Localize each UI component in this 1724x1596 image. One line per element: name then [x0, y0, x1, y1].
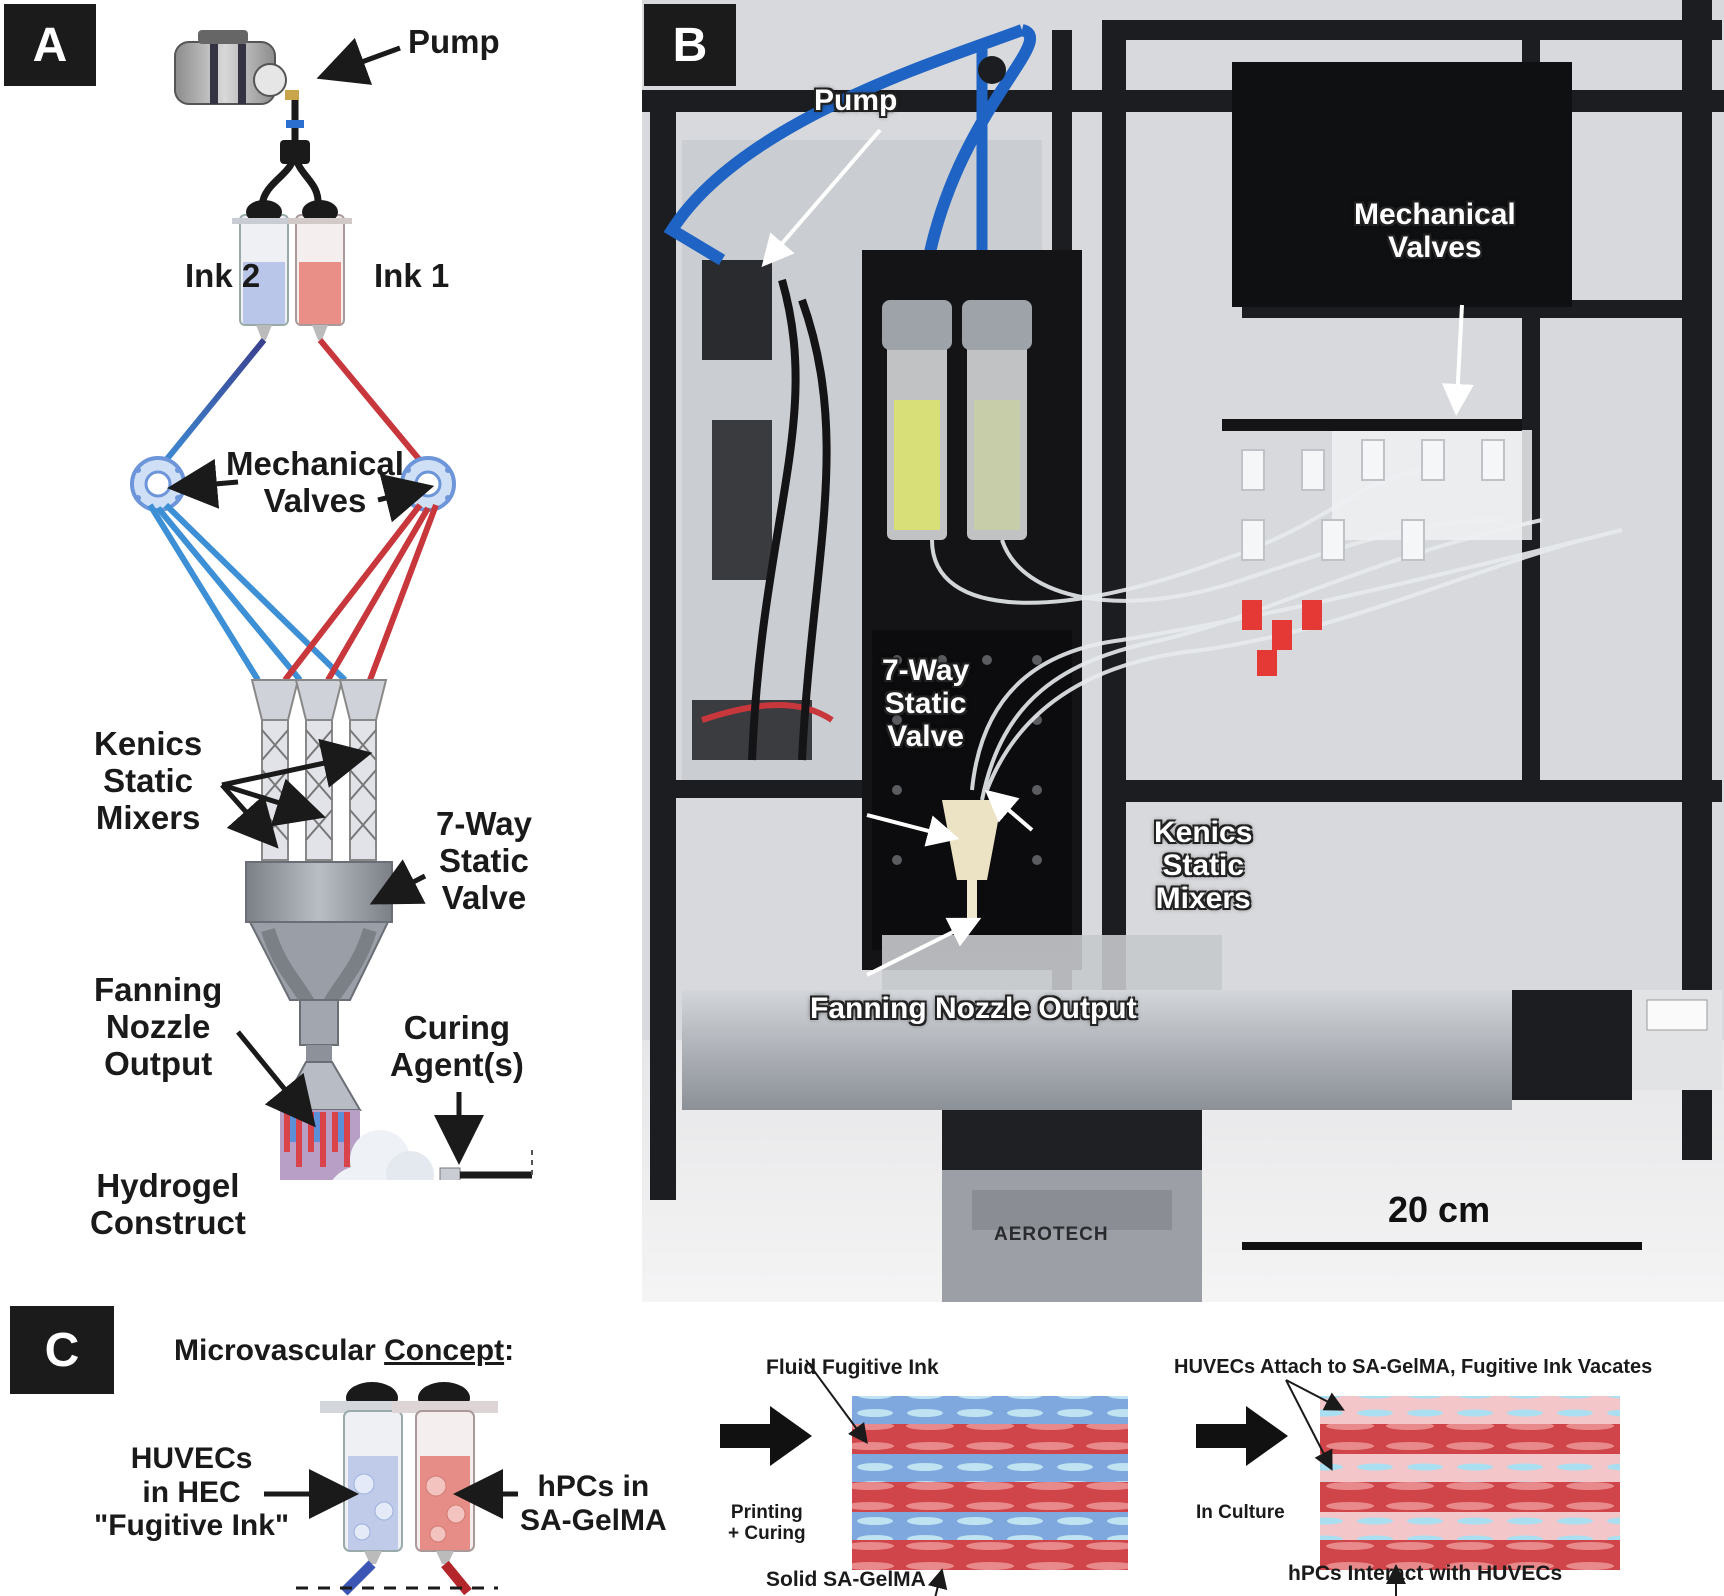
culture-arrow-icon: [1196, 1406, 1288, 1466]
panel-a-curing-line2: Agent(s): [390, 1045, 524, 1083]
panel-a-hydrogel-line1: Hydrogel: [96, 1167, 240, 1204]
panel-c-huvecs-attach-label: HUVECs Attach to SA-GelMA, Fugitive Ink …: [1174, 1356, 1653, 1378]
printing-arrow-icon: [720, 1406, 812, 1466]
panel-a-fanning-line1: Fanning: [94, 971, 223, 1008]
panel-b-fanning-label: Fanning Nozzle Output: [810, 992, 1137, 1025]
panel-c-printing-label: Printing + Curing: [728, 1502, 806, 1545]
panel-a-badge: A: [4, 4, 96, 86]
panel-c-huvecs-line3: "Fugitive Ink": [94, 1509, 290, 1543]
hpcs-syringe-icon: [392, 1382, 498, 1596]
panel-c-hpcs-interact-label: hPCs Interact with HUVECs: [1288, 1562, 1563, 1585]
panel-a-kenics-label: Kenics Static Mixers: [94, 725, 203, 837]
panel-c-title-underlined: Concept: [384, 1334, 505, 1367]
panel-b-photo: Pump Mechanical Valves 7-Way Static Valv…: [642, 0, 1724, 1302]
panel-b-kenics-line2: Static: [1162, 849, 1245, 882]
panel-a-ink1-label: Ink 1: [374, 257, 450, 294]
panel-b-letter: B: [672, 18, 708, 72]
valve-left-icon: [130, 456, 186, 512]
panel-a-fanning-line3: Output: [104, 1044, 213, 1082]
panel-a-hydrogel-label: Hydrogel Construct: [90, 1167, 246, 1242]
panel-a-sevenway-line1: 7-Way: [436, 805, 532, 842]
panel-a-sevenway-line2: Static: [439, 841, 529, 879]
panel-a-diagram: [130, 30, 533, 1180]
valve-right-icon: [400, 456, 456, 512]
panel-a-valves-line1: Mechanical: [226, 445, 404, 482]
panel-c-hpcs-line1: hPCs in: [537, 1470, 650, 1503]
panel-c-title: Microvascular Concept:: [174, 1334, 514, 1368]
panel-b-scene: [642, 0, 1724, 1302]
panel-a-curing-line1: Curing: [403, 1009, 511, 1046]
panel-c-hpcs-line2: SA-GelMA: [520, 1503, 667, 1537]
panel-a-letter: A: [32, 18, 68, 72]
panel-b-kenics-label: Kenics Static Mixers: [1154, 816, 1252, 915]
panel-a-fanning-label: Fanning Nozzle Output: [94, 971, 223, 1083]
panel-a-fanning-line2: Nozzle: [105, 1007, 211, 1045]
panel-c-huvecs-line1: HUVECs: [130, 1442, 253, 1475]
panel-a-kenics-line2: Static: [103, 761, 194, 799]
hydrogel-construct-icon: [278, 1061, 362, 1180]
pump-icon: [174, 30, 299, 105]
panel-c-printing-line2: + Curing: [728, 1523, 806, 1545]
panel-a-curing-label: Curing Agent(s): [390, 1009, 524, 1084]
kenics-mixers-icon: [250, 679, 388, 861]
panel-c-diagram: [264, 1359, 1620, 1596]
curing-agent-icon: [332, 1130, 533, 1180]
panel-b-kenics-line1: Kenics: [1154, 816, 1253, 849]
panel-a-ink2-label: Ink 2: [185, 257, 261, 294]
panel-b-brand-label: AEROTECH: [994, 1224, 1109, 1245]
panel-a-pump-label: Pump: [408, 23, 500, 60]
panel-a-kenics-line1: Kenics: [94, 725, 203, 762]
panel-c-huvecs-line2: in HEC: [142, 1475, 241, 1509]
panel-b-valves-line1: Mechanical: [1354, 198, 1516, 231]
panel-a-sevenway-label: 7-Way Static Valve: [436, 805, 532, 917]
cultured-construct-icon: [1320, 1396, 1620, 1570]
panel-c-title-colon: :: [504, 1334, 515, 1367]
panel-c-letter: C: [44, 1323, 80, 1377]
panel-a-valves-label: Mechanical Valves: [226, 445, 404, 520]
panel-c-huvecs-label: HUVECs in HEC "Fugitive Ink": [94, 1442, 289, 1543]
panel-a-sevenway-line3: Valve: [441, 878, 527, 916]
panel-b-sevenway-line2: Static: [884, 687, 967, 720]
seven-way-valve-icon: [245, 861, 393, 1065]
printed-construct-icon: [852, 1396, 1128, 1570]
panel-c-solid-gelma-label: Solid SA-GelMA: [766, 1568, 926, 1591]
huvecs-syringe-icon: [320, 1382, 426, 1596]
panel-c-title-plain: Microvascular: [174, 1334, 385, 1367]
panel-b-scale-label: 20 cm: [1388, 1189, 1491, 1230]
panel-b-valves-label: Mechanical Valves: [1354, 198, 1516, 264]
panel-b-badge: B: [644, 4, 736, 86]
ink2-syringe: [232, 200, 296, 340]
panel-b-sevenway-line3: Valve: [887, 720, 964, 753]
panel-c-printing-line1: Printing: [730, 1502, 803, 1523]
panel-b-sevenway-label: 7-Way Static Valve: [882, 654, 969, 753]
panel-c-in-culture-label: In Culture: [1196, 1502, 1285, 1523]
panel-a-kenics-line3: Mixers: [95, 798, 201, 836]
panel-c-badge: C: [10, 1306, 114, 1394]
panel-c-hpcs-label: hPCs in SA-GelMA: [520, 1470, 667, 1537]
ink1-syringe: [288, 200, 352, 340]
panel-c-fluid-fugitive-label: Fluid Fugitive Ink: [766, 1356, 939, 1379]
panel-b-sevenway-line1: 7-Way: [882, 654, 970, 687]
panel-a-valves-line2: Valves: [263, 481, 367, 519]
panel-b-valves-line2: Valves: [1388, 231, 1482, 264]
panel-a-hydrogel-line2: Construct: [90, 1203, 246, 1241]
panel-b-pump-label: Pump: [814, 84, 898, 117]
panel-b-kenics-line3: Mixers: [1155, 882, 1251, 915]
